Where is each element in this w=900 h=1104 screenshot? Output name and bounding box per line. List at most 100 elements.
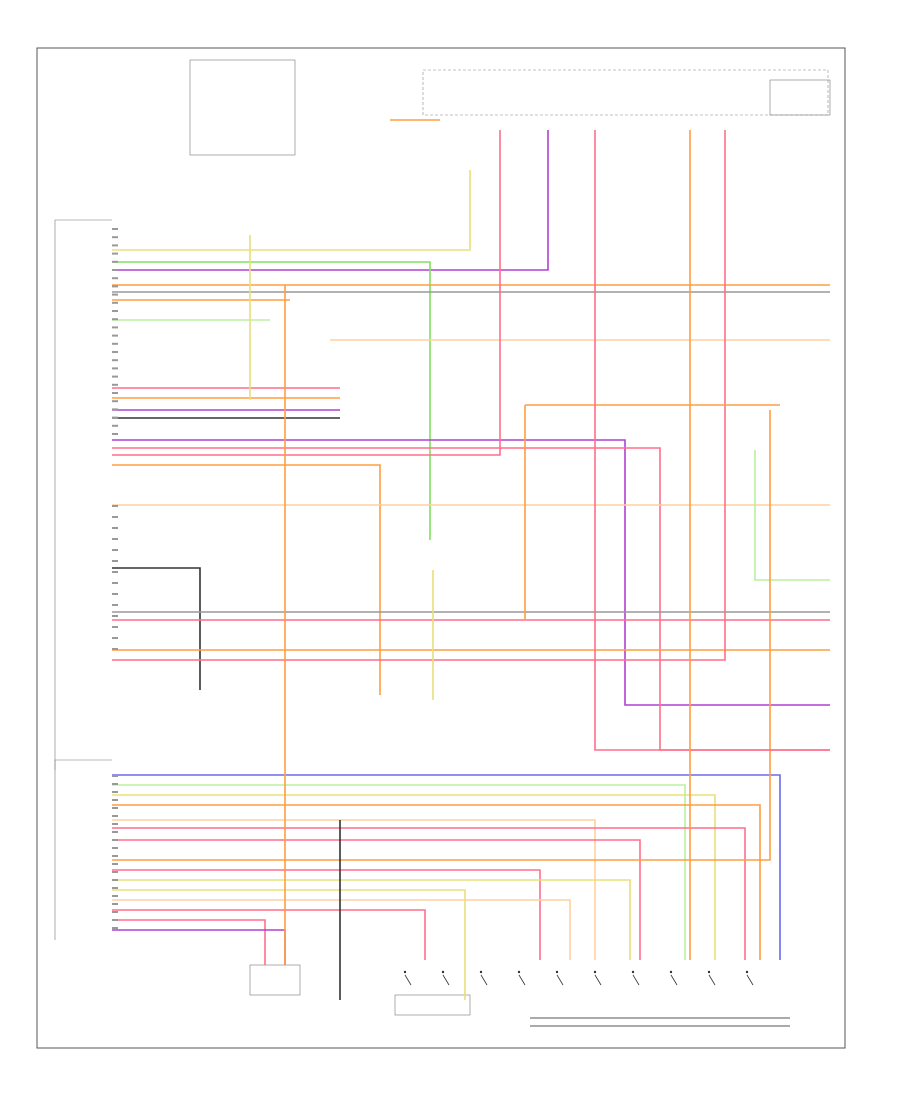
wire-29: [112, 804, 761, 960]
middle-connector-pin: [112, 593, 118, 595]
wire-34: [112, 869, 541, 960]
upper-connector-pin: [112, 269, 118, 271]
lower-connector-pin: [112, 791, 118, 793]
middle-connector-pin: [112, 626, 118, 628]
wire-30: [112, 819, 596, 960]
switch-contact-icon: [442, 974, 450, 986]
lower-connector-pin: [112, 927, 118, 929]
lower-connector-pin: [112, 919, 118, 921]
lower-connector-pin: [112, 823, 118, 825]
upper-connector-pin: [112, 260, 118, 263]
switch-contact-icon: [708, 974, 716, 986]
upper-connector-pin: [112, 334, 118, 337]
switch-group: [403, 970, 754, 986]
upper-connector-pin: [112, 293, 118, 296]
switch-terminal-icon: [517, 970, 521, 974]
middle-connector-pin: [112, 571, 118, 573]
lower-connector-pin: [112, 863, 118, 865]
middle-connector-pin: [112, 637, 118, 639]
upper-connector-pin: [112, 392, 118, 394]
switch-contact-icon: [480, 974, 488, 986]
lower-connector-pin: [112, 887, 118, 889]
middle-connector-pin: [112, 560, 118, 562]
wire-3: [112, 261, 431, 540]
wire-39: [112, 919, 266, 965]
upper-connector-pin: [112, 236, 118, 239]
upper-connector-pin: [112, 375, 118, 378]
lower-connector-pin: [112, 871, 118, 873]
bottom-center-module-box: [394, 994, 471, 1016]
top-left-module-box: [189, 59, 296, 156]
wire-43: [594, 130, 830, 751]
lower-connector-pin: [112, 815, 118, 817]
upper-connector-pin: [112, 367, 118, 370]
switch-terminal-icon: [707, 970, 711, 974]
switch-contact-icon: [518, 974, 526, 986]
wire-25: [754, 450, 830, 581]
wire-16: [112, 464, 381, 695]
switch-terminal-icon: [403, 970, 407, 974]
upper-connector-pin: [112, 351, 118, 353]
bottom-module-box: [249, 964, 301, 996]
wire-13: [112, 439, 830, 706]
wire-26: [112, 774, 781, 960]
wire-36: [112, 889, 466, 1000]
upper-connector-pin: [112, 359, 118, 362]
lower-connector-pin: [112, 775, 118, 777]
upper-connector-pin: [112, 433, 118, 435]
upper-connector-pin: [112, 400, 118, 403]
switch-contact-icon: [746, 974, 754, 986]
upper-connector-pin: [112, 408, 118, 411]
wire-1: [112, 170, 471, 251]
upper-connector-pin: [112, 310, 118, 312]
wire-37: [112, 899, 571, 960]
lower-connector-pin: [112, 895, 118, 897]
lower-connector-pin: [112, 879, 118, 881]
switch-terminal-icon: [631, 970, 635, 974]
wire-group: [112, 119, 830, 1000]
lower-connector-pin: [112, 855, 118, 857]
upper-connector-pin: [112, 318, 118, 321]
upper-connector-pin: [112, 277, 118, 280]
lower-connector-pin: [112, 799, 118, 801]
lower-connector-pin: [112, 831, 118, 833]
fuse-block-box: [422, 69, 829, 116]
wire-40: [112, 929, 286, 965]
upper-connector-pin: [112, 301, 118, 304]
wire-22: [112, 130, 726, 661]
switch-terminal-icon: [669, 970, 673, 974]
wire-2: [112, 130, 549, 271]
wire-32: [112, 839, 641, 960]
switch-contact-icon: [556, 974, 564, 986]
lower-connector-pin: [112, 807, 118, 809]
upper-module-bracket: [54, 219, 112, 770]
wire-31: [112, 827, 746, 960]
upper-connector-pin: [112, 252, 118, 255]
upper-connector-pin: [112, 244, 118, 247]
upper-connector-pin: [112, 228, 118, 230]
lower-connector-pin: [112, 903, 118, 905]
switch-terminal-icon: [555, 970, 559, 974]
upper-connector-pin: [112, 326, 118, 329]
wire-15: [112, 130, 501, 456]
middle-connector-pin: [112, 615, 118, 617]
switch-terminal-icon: [479, 970, 483, 974]
switch-contact-icon: [632, 974, 640, 986]
switch-terminal-icon: [593, 970, 597, 974]
lower-connector-pin: [112, 839, 118, 841]
switch-contact-icon: [594, 974, 602, 986]
diagram-frame: [36, 47, 846, 1049]
middle-connector-pin: [112, 505, 118, 507]
middle-connector-pin: [112, 648, 118, 650]
middle-connector-pin: [112, 527, 118, 529]
lower-connector-pin: [112, 783, 118, 785]
lower-connector-pin: [112, 911, 118, 913]
upper-connector-pin: [112, 383, 118, 386]
lower-module-bracket: [54, 759, 112, 940]
relay-box: [769, 79, 831, 116]
wire-18: [112, 567, 201, 690]
middle-connector-pin: [112, 516, 118, 518]
wire-33: [112, 410, 771, 861]
